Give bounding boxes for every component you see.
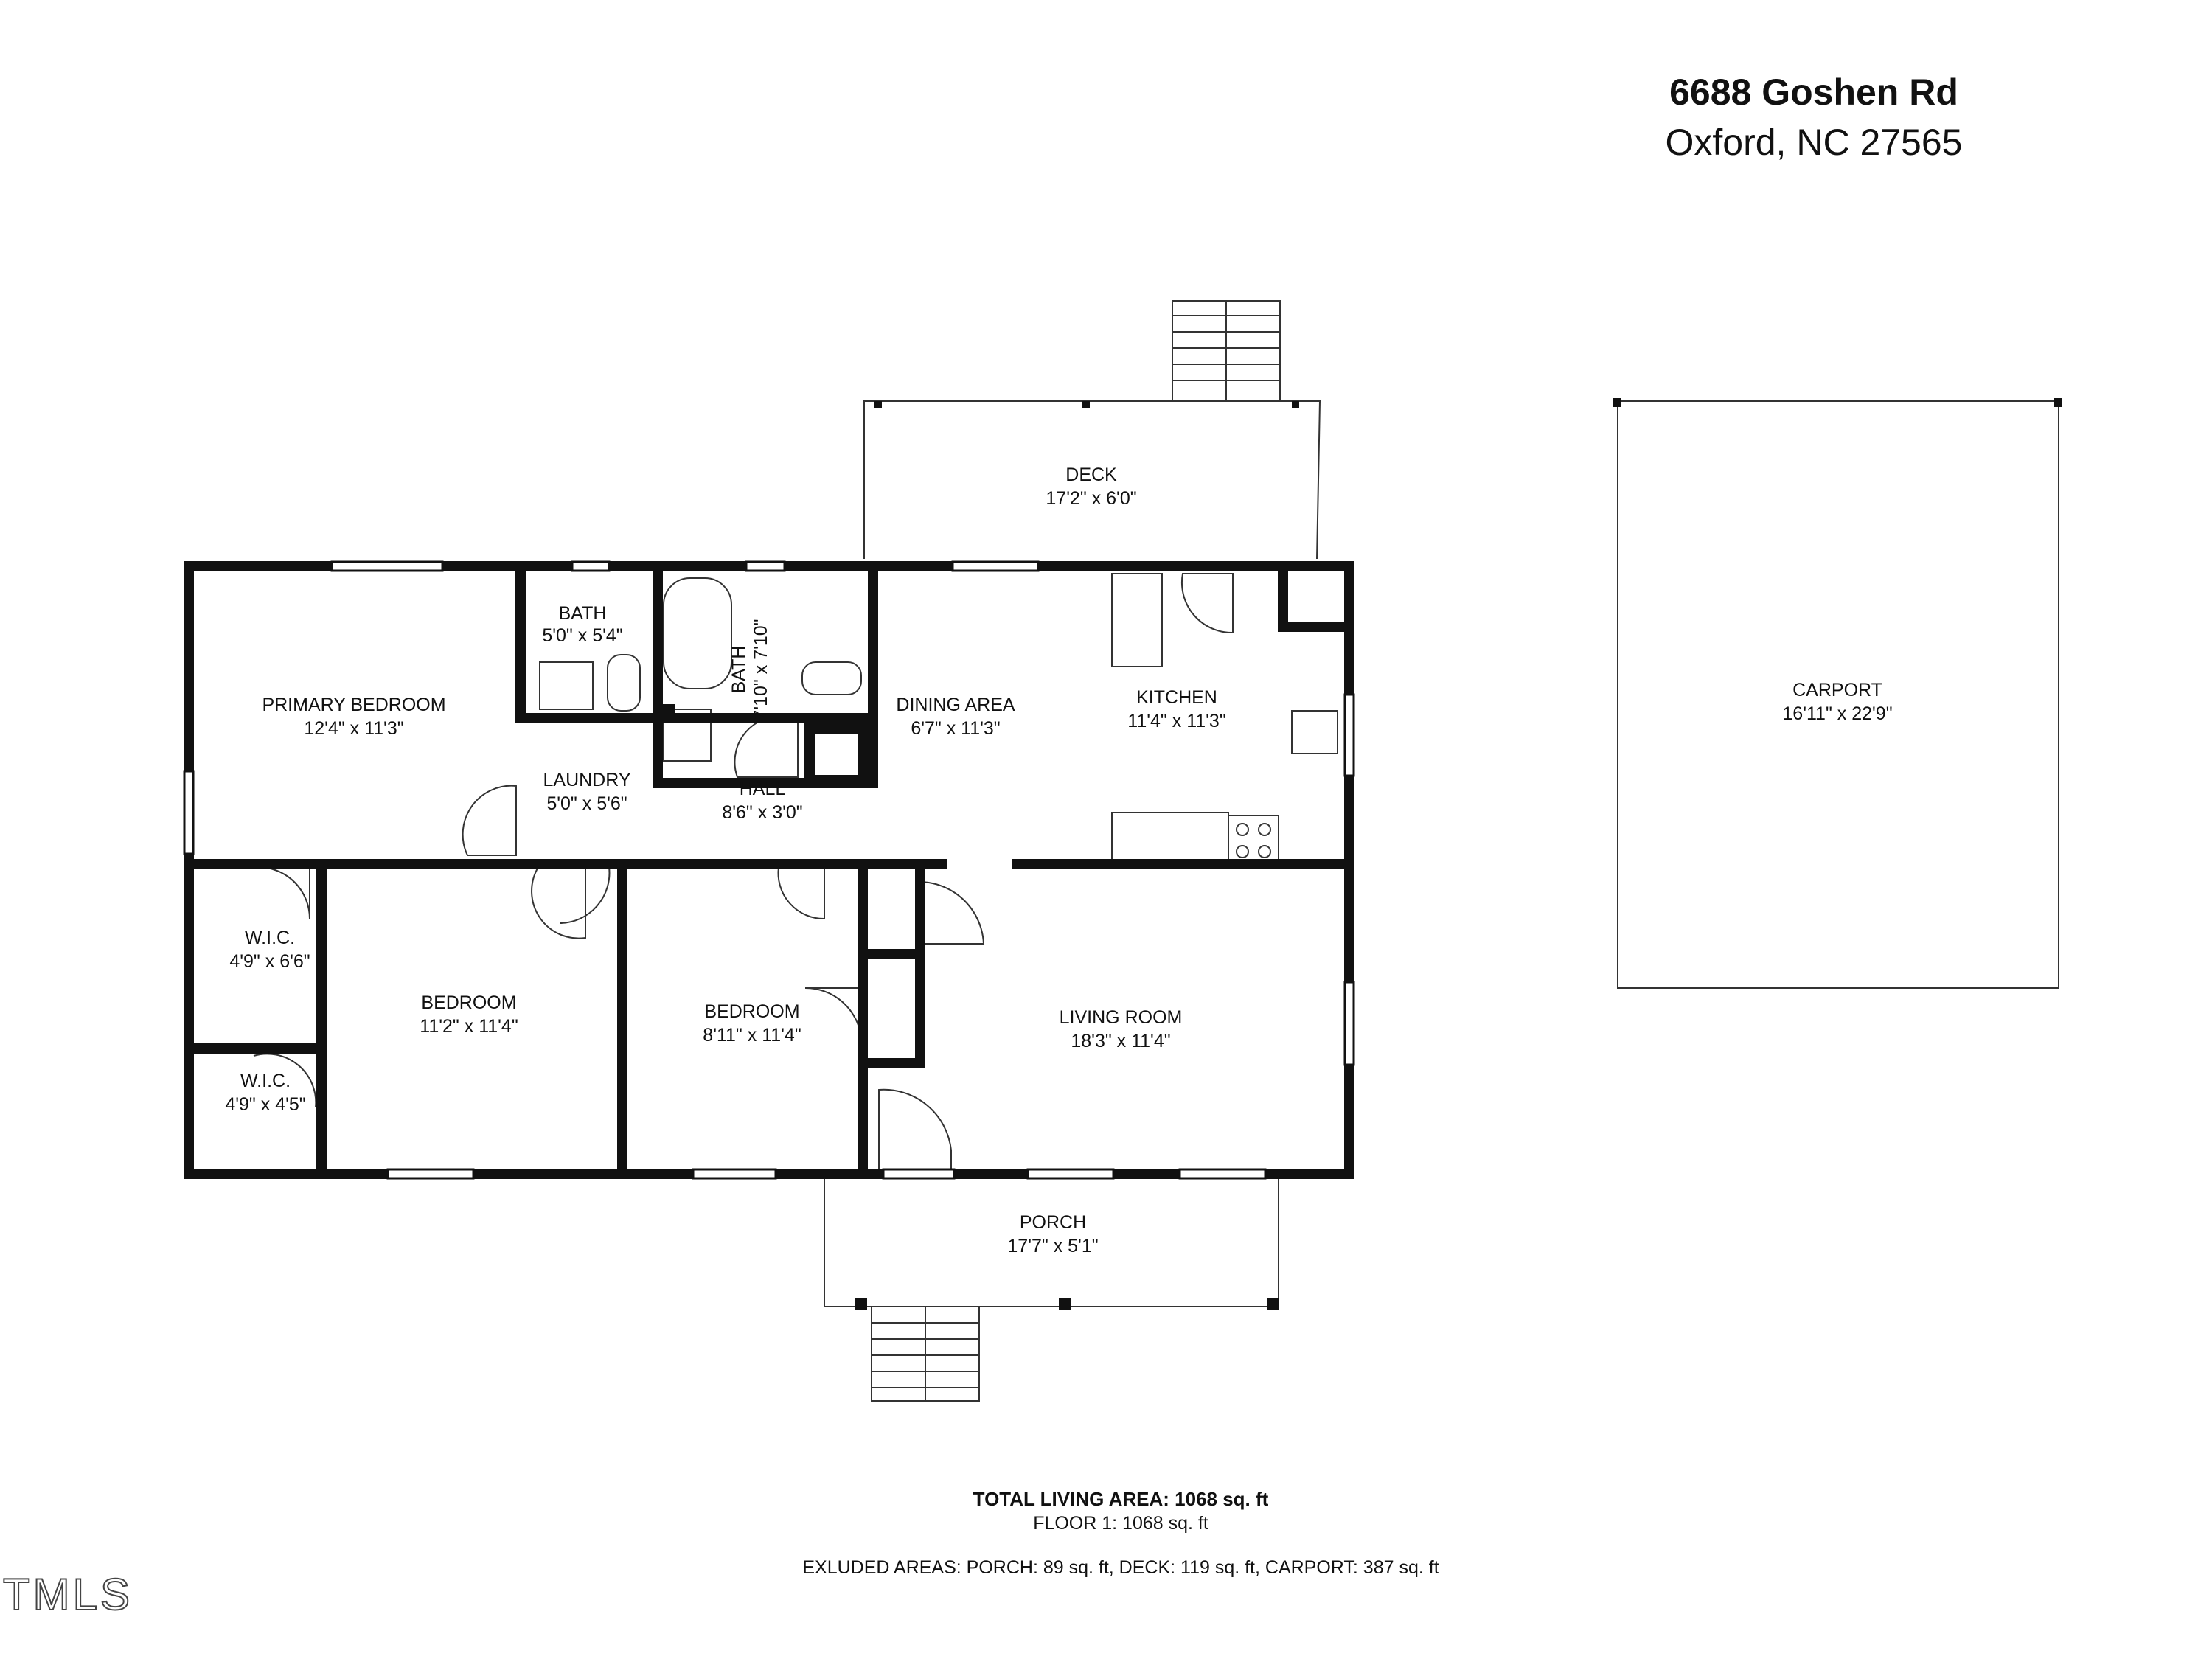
laundry-name: LAUNDRY <box>543 770 630 790</box>
bedroom-2-size: 8'11" x 11'4" <box>703 1025 801 1046</box>
bath-1-name: BATH <box>559 603 607 624</box>
bedroom-2-name: BEDROOM <box>704 1001 799 1022</box>
counter <box>1111 812 1229 865</box>
wic-1-size: 4'9" x 6'6" <box>229 951 310 972</box>
dining-area-size: 6'7" x 11'3" <box>911 718 1000 739</box>
bedroom-1-name: BEDROOM <box>421 992 516 1013</box>
carport-size: 16'11" x 22'9" <box>1782 703 1892 724</box>
hall-size: 8'6" x 3'0" <box>722 802 802 823</box>
carport-name: CARPORT <box>1792 680 1882 700</box>
bathtub <box>663 577 732 689</box>
deck-name: DECK <box>1065 465 1117 485</box>
toilet <box>607 654 641 712</box>
address-city: Oxford, NC 27565 <box>1665 122 1963 163</box>
vanity-sink <box>539 661 594 710</box>
living-room-name: LIVING ROOM <box>1060 1007 1183 1028</box>
total-living-area: TOTAL LIVING AREA: 1068 sq. ft <box>973 1488 1269 1510</box>
hall-name: HALL <box>740 779 786 799</box>
excluded-areas: EXLUDED AREAS: PORCH: 89 sq. ft, DECK: 1… <box>802 1557 1439 1578</box>
kitchen-sink <box>1291 710 1338 754</box>
laundry-size: 5'0" x 5'6" <box>546 793 627 814</box>
bath-1-size: 5'0" x 5'4" <box>542 625 622 646</box>
bath-2-size: 7'10" x 7'10" <box>751 619 771 720</box>
porch-outline <box>824 1174 1279 1307</box>
wic-2-name: W.I.C. <box>240 1071 291 1091</box>
deck-outline <box>863 300 1321 560</box>
porch-size: 17'7" x 5'1" <box>1007 1236 1098 1256</box>
living-room-size: 18'3" x 11'4" <box>1071 1031 1170 1051</box>
island <box>1111 573 1163 667</box>
stove <box>1228 815 1279 865</box>
kitchen-size: 11'4" x 11'3" <box>1127 711 1225 731</box>
toilet <box>801 661 862 695</box>
porch-name: PORCH <box>1020 1212 1086 1233</box>
bedroom-1-size: 11'2" x 11'4" <box>420 1016 518 1037</box>
carport-outline <box>1617 400 2059 989</box>
dining-area-name: DINING AREA <box>896 695 1015 715</box>
mls-watermark: TMLS <box>2 1569 133 1620</box>
primary-bedroom-size: 12'4" x 11'3" <box>304 718 403 739</box>
wic-1-name: W.I.C. <box>245 928 295 948</box>
deck-size: 17'2" x 6'0" <box>1046 488 1136 509</box>
bath-2-name: BATH <box>728 646 749 694</box>
kitchen-name: KITCHEN <box>1136 687 1217 708</box>
floor-area: FLOOR 1: 1068 sq. ft <box>1033 1513 1208 1534</box>
sink <box>663 709 712 762</box>
primary-bedroom-name: PRIMARY BEDROOM <box>262 695 445 715</box>
wic-2-size: 4'9" x 4'5" <box>225 1094 305 1115</box>
address-street: 6688 Goshen Rd <box>1669 72 1958 113</box>
